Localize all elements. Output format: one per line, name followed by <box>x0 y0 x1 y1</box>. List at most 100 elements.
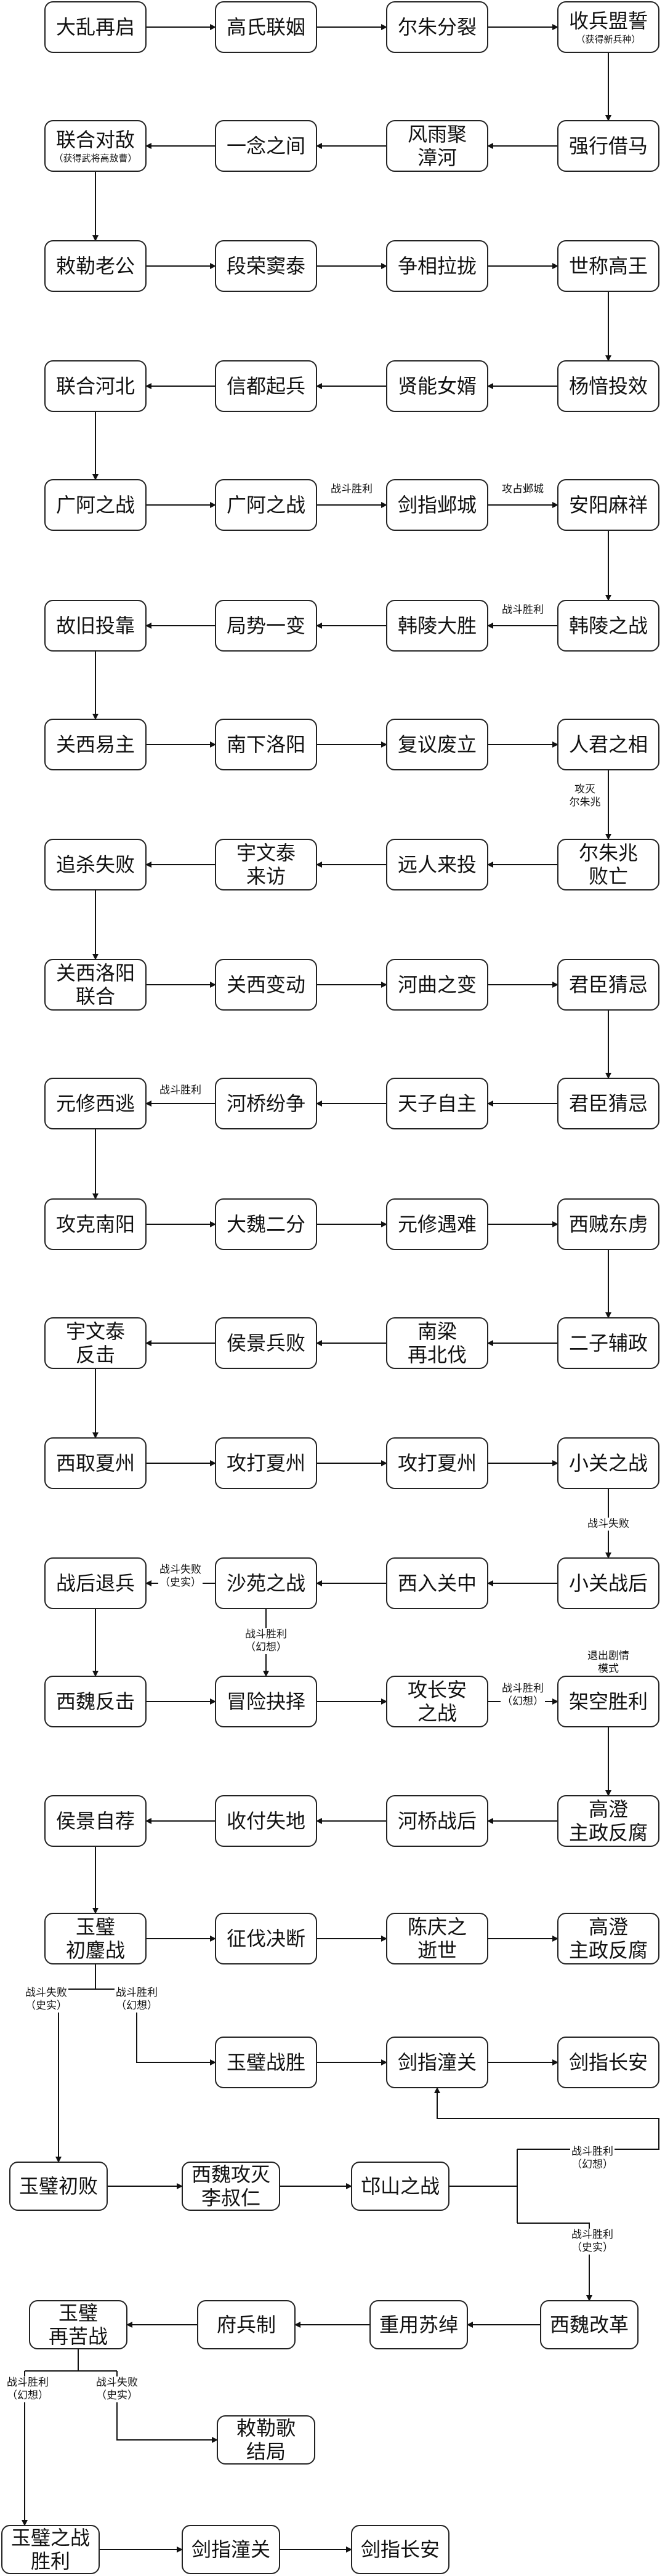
node-title: 河桥战后 <box>397 1809 477 1833</box>
edge-label: 战斗胜利 （幻想） <box>570 2146 615 2171</box>
flow-node: 陈庆之 逝世 <box>386 1913 488 1964</box>
node-title: 广阿之战 <box>55 493 135 517</box>
flow-node: 河桥战后 <box>386 1795 488 1847</box>
node-title: 剑指潼关 <box>397 2051 477 2074</box>
node-title: 陈庆之 逝世 <box>407 1915 467 1962</box>
node-title: 一念之间 <box>226 134 305 158</box>
node-title: 联合河北 <box>55 374 135 398</box>
edge-label: 战斗胜利 （幻想） <box>244 1628 288 1654</box>
edge-label: 战斗胜利 <box>158 1084 203 1097</box>
node-title: 复议废立 <box>397 733 477 756</box>
edge-label: 战斗胜利 （史实） <box>570 2229 615 2255</box>
node-title: 高氏联姻 <box>226 15 305 39</box>
node-title: 争相拉拢 <box>397 254 477 278</box>
node-title: 局势一变 <box>226 614 305 637</box>
flow-node: 侯景自荐 <box>44 1795 147 1847</box>
node-title: 小关战后 <box>568 1572 648 1595</box>
node-title: 人君之相 <box>568 733 648 756</box>
flow-node: 信都起兵 <box>215 360 317 412</box>
node-title: 元修西逃 <box>55 1092 135 1115</box>
flow-node: 世称高王 <box>557 240 659 292</box>
flow-node: 河桥纷争 <box>215 1078 317 1129</box>
flow-node: 高澄 主政反腐 <box>557 1913 659 1964</box>
flow-node: 强行借马 <box>557 120 659 172</box>
connector-arrow <box>517 2223 592 2301</box>
flow-node: 收付失地 <box>215 1795 317 1847</box>
flow-node: 河曲之变 <box>386 959 488 1011</box>
flow-node: 段荣窦泰 <box>215 240 317 292</box>
node-title: 贤能女婿 <box>397 374 477 398</box>
flow-node: 争相拉拢 <box>386 240 488 292</box>
node-title: 联合对敌 <box>55 128 135 151</box>
flow-node: 二子辅政 <box>557 1317 659 1369</box>
flow-node: 联合河北 <box>44 360 147 412</box>
flow-node: 征伐决断 <box>215 1913 317 1964</box>
node-title: 风雨聚 漳河 <box>407 123 467 169</box>
node-title: 西魏反击 <box>55 1690 135 1713</box>
flow-node: 沙苑之战 <box>215 1557 317 1609</box>
flow-node: 南下洛阳 <box>215 719 317 770</box>
flow-node: 高氏联姻 <box>215 1 317 53</box>
flow-node: 宇文泰 来访 <box>215 839 317 890</box>
node-title: 敕勒歌 结局 <box>236 2417 296 2463</box>
node-title: 玉璧 初鏖战 <box>65 1915 125 1962</box>
flow-node: 剑指潼关 <box>182 2525 280 2574</box>
flow-node: 敕勒歌 结局 <box>217 2415 315 2465</box>
node-title: 关西变动 <box>226 973 305 996</box>
flow-node: 小关战后 <box>557 1557 659 1609</box>
node-title: 韩陵大胜 <box>397 614 477 637</box>
flow-node: 贤能女婿 <box>386 360 488 412</box>
node-title: 关西易主 <box>55 733 135 756</box>
node-title: 远人来投 <box>397 853 477 876</box>
node-title: 玉璧初败 <box>18 2174 98 2198</box>
flow-node: 故旧投靠 <box>44 600 147 652</box>
node-title: 府兵制 <box>216 2313 276 2336</box>
node-title: 世称高王 <box>568 254 648 278</box>
node-title: 广阿之战 <box>226 493 305 517</box>
flow-node: 联合对敌（获得武将高敖曹） <box>44 120 147 172</box>
node-title: 邙山之战 <box>360 2174 440 2198</box>
node-title: 重用苏绰 <box>379 2313 458 2336</box>
node-title: 强行借马 <box>568 134 648 158</box>
node-title: 剑指长安 <box>568 2051 648 2074</box>
flow-node: 追杀失败 <box>44 839 147 890</box>
flow-node: 西魏改革 <box>540 2300 639 2349</box>
edge-label: 战斗胜利 <box>329 483 374 496</box>
flow-node: 西入关中 <box>386 1557 488 1609</box>
node-title: 韩陵之战 <box>568 614 648 637</box>
node-title: 大乱再启 <box>55 15 135 39</box>
flow-node: 尔朱兆 败亡 <box>557 839 659 890</box>
node-title: 小关之战 <box>568 1452 648 1475</box>
node-title: 尔朱兆 败亡 <box>578 841 638 888</box>
edge-label: 战斗胜利 （幻想） <box>115 1987 159 2013</box>
flow-node: 君臣猜忌 <box>557 1078 659 1129</box>
flow-node: 冒险抉择 <box>215 1676 317 1727</box>
node-title: 南下洛阳 <box>226 733 305 756</box>
flow-node: 一念之间 <box>215 120 317 172</box>
flow-node: 玉璧 初鏖战 <box>44 1913 147 1964</box>
node-title: 冒险抉择 <box>226 1690 305 1713</box>
node-title: 关西洛阳 联合 <box>55 961 135 1008</box>
edge-label: 战斗失败 （史实） <box>24 1987 68 2013</box>
node-title: 宇文泰 来访 <box>236 841 296 888</box>
node-title: 安阳麻祥 <box>568 493 648 517</box>
node-title: 西魏改革 <box>549 2313 629 2336</box>
node-title: 追杀失败 <box>55 853 135 876</box>
node-title: 收兵盟誓 <box>568 9 648 33</box>
edge-label: 战斗胜利 <box>501 604 545 617</box>
node-title: 尔朱分裂 <box>397 15 477 39</box>
flow-node: 高澄 主政反腐 <box>557 1795 659 1847</box>
flow-node: 韩陵之战 <box>557 600 659 652</box>
flow-node: 安阳麻祥 <box>557 479 659 531</box>
edge-label: 战斗胜利 （幻想） <box>6 2376 50 2402</box>
node-title: 架空胜利 <box>568 1690 648 1713</box>
node-title: 攻克南阳 <box>55 1213 135 1236</box>
node-title: 大魏二分 <box>226 1213 305 1236</box>
flow-node: 西魏反击 <box>44 1676 147 1727</box>
flow-node: 关西变动 <box>215 959 317 1011</box>
flow-node: 尔朱分裂 <box>386 1 488 53</box>
flow-node: 玉璧战胜 <box>215 2037 317 2088</box>
node-title: 宇文泰 反击 <box>65 1320 125 1367</box>
node-title: 战后退兵 <box>55 1572 135 1595</box>
